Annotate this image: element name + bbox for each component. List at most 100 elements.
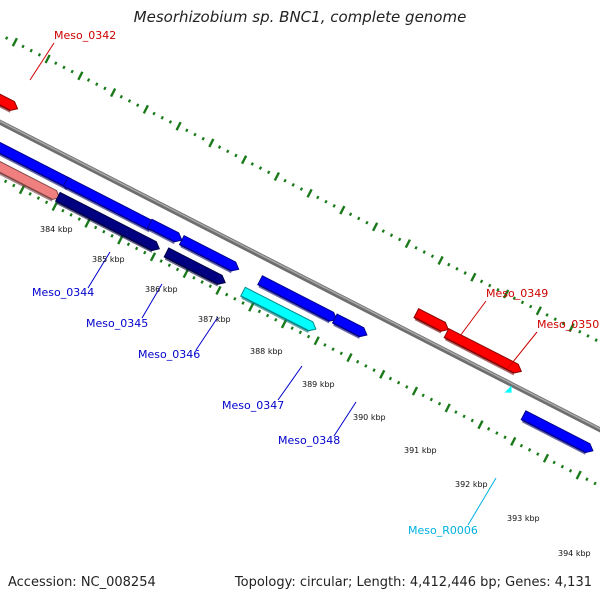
- minor-tick: [405, 385, 409, 389]
- minor-tick: [553, 317, 557, 321]
- major-tick: [240, 155, 248, 165]
- minor-tick: [102, 229, 106, 234]
- major-tick: [51, 201, 58, 212]
- leader-line: [467, 477, 497, 526]
- minor-tick: [291, 183, 295, 187]
- minor-tick: [479, 279, 484, 284]
- minor-tick: [324, 199, 328, 204]
- minor-tick: [463, 271, 467, 275]
- minor-tick: [323, 343, 327, 347]
- minor-tick: [422, 250, 426, 254]
- minor-tick: [241, 301, 245, 305]
- gene-meso-0346-b-body: [178, 235, 240, 272]
- minor-tick: [462, 414, 466, 419]
- kbp-tick-label: 385 kbp: [92, 255, 125, 264]
- minor-tick: [454, 410, 458, 414]
- minor-tick: [316, 195, 320, 200]
- gene-label: Meso_0349: [486, 287, 548, 300]
- minor-tick: [168, 120, 173, 124]
- minor-tick: [86, 78, 91, 82]
- minor-tick: [5, 36, 9, 40]
- gene-right-fwd-body: [520, 410, 594, 454]
- major-tick: [568, 322, 575, 333]
- major-tick: [502, 289, 510, 299]
- minor-tick: [488, 283, 492, 288]
- minor-tick: [585, 477, 589, 482]
- minor-tick: [208, 284, 212, 289]
- major-tick: [477, 420, 484, 430]
- minor-tick: [54, 61, 58, 66]
- minor-tick: [299, 187, 304, 191]
- minor-tick: [160, 115, 164, 120]
- minor-tick: [561, 321, 566, 326]
- minor-tick: [283, 178, 287, 183]
- leader-line: [29, 42, 55, 81]
- minor-tick: [95, 82, 99, 87]
- minor-tick: [430, 254, 435, 259]
- major-tick: [215, 285, 222, 295]
- gene-meso-0350-body: [443, 328, 522, 374]
- gene-meso-0345-body: [54, 191, 160, 252]
- minor-tick: [159, 259, 163, 263]
- minor-tick: [201, 136, 205, 141]
- gene-label: Meso_R0006: [408, 524, 478, 537]
- major-tick: [411, 386, 419, 396]
- major-tick: [117, 235, 124, 245]
- gene-label: Meso_0344: [32, 286, 94, 299]
- gene-meso-0347-fwd: [257, 275, 338, 324]
- major-tick: [11, 37, 18, 47]
- minor-tick: [94, 225, 98, 230]
- leader-line: [141, 283, 163, 319]
- minor-tick: [61, 208, 65, 213]
- minor-tick: [447, 262, 451, 267]
- minor-tick: [429, 397, 434, 402]
- minor-tick: [348, 212, 353, 217]
- gene-label: Meso_0347: [222, 399, 284, 412]
- gene-meso-0348-body: [331, 313, 368, 338]
- gene-meso-0346: [163, 247, 226, 287]
- minor-tick: [496, 287, 500, 292]
- minor-tick: [167, 263, 172, 268]
- minor-tick: [257, 309, 262, 314]
- major-tick: [470, 272, 477, 282]
- minor-tick: [119, 94, 123, 99]
- inner-tick-row: [3, 179, 597, 486]
- minor-tick: [536, 452, 540, 456]
- minor-tick: [250, 162, 254, 166]
- minor-tick: [357, 216, 361, 221]
- gene-meso-0345-fwd-shadow: [64, 185, 150, 233]
- major-tick: [208, 138, 215, 148]
- minor-tick: [332, 204, 336, 208]
- gene-meso-0347: [240, 286, 317, 334]
- gene-meso-0350: [443, 328, 522, 376]
- gene-label: Meso_0348: [278, 434, 340, 447]
- minor-tick: [265, 313, 270, 318]
- gene-meso-0346-b: [178, 235, 240, 274]
- genes-layer: [0, 93, 594, 455]
- minor-tick: [127, 99, 132, 103]
- minor-tick: [487, 427, 491, 431]
- gene-label: Meso_0345: [86, 317, 148, 330]
- gene-meso-0342-body: [0, 93, 19, 112]
- leader-lines-layer: [29, 42, 538, 526]
- major-tick: [379, 369, 386, 379]
- gene-meso-0344-fwd-shadow: [0, 152, 68, 191]
- minor-tick: [503, 435, 507, 440]
- minor-tick: [545, 313, 549, 317]
- minor-tick: [77, 217, 81, 221]
- minor-tick: [388, 376, 393, 381]
- minor-tick: [69, 213, 73, 217]
- gene-label: Meso_0342: [54, 29, 116, 42]
- backbone-layer: [0, 119, 600, 433]
- gene-meso-0348: [331, 313, 368, 339]
- minor-tick: [175, 267, 180, 272]
- kbp-tick-label: 389 kbp: [302, 380, 335, 389]
- major-tick: [404, 239, 411, 249]
- minor-tick: [339, 351, 343, 356]
- kbp-tick-label: 392 kbp: [455, 480, 488, 489]
- minor-tick: [520, 300, 525, 305]
- minor-tick: [152, 111, 156, 116]
- gene-meso-0344-body: [0, 161, 61, 201]
